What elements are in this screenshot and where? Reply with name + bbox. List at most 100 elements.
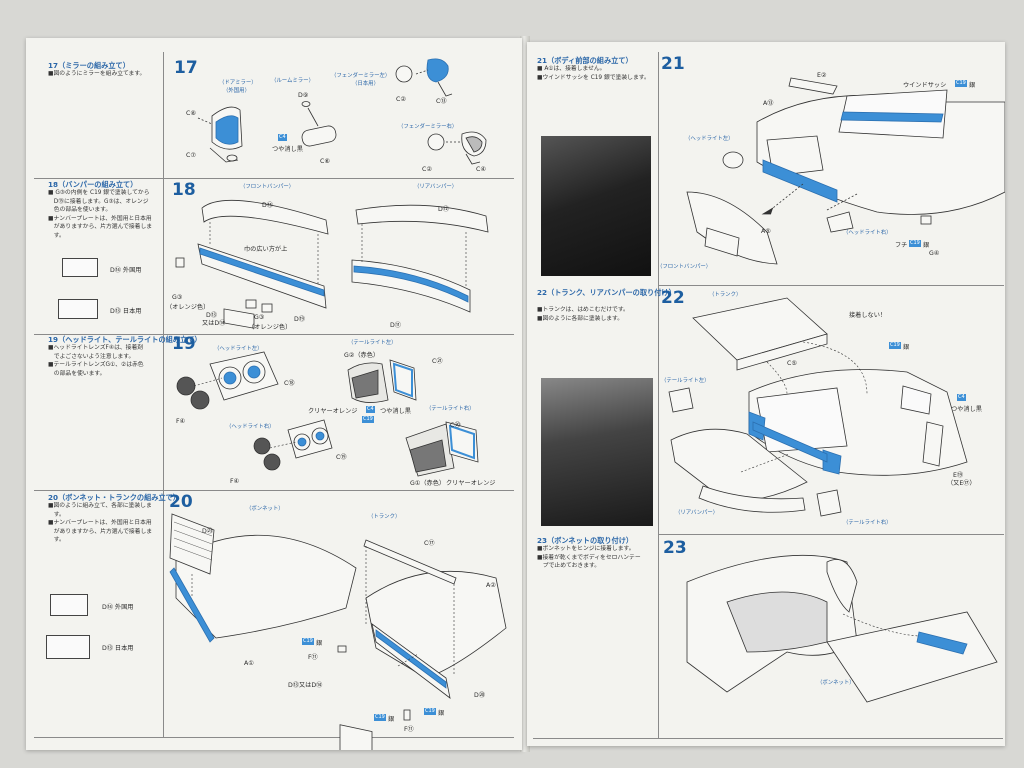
part-label: C⑲ xyxy=(336,454,347,461)
part-label: C② xyxy=(396,96,406,103)
part-label: クリヤーオレンジ xyxy=(308,408,358,415)
paint-tag: C4 xyxy=(957,394,966,401)
part-label: D㉓ xyxy=(202,528,213,535)
row-divider xyxy=(658,285,1004,286)
caption: （フェンダーミラー右） xyxy=(398,124,458,130)
part-label: （又E⑰） xyxy=(947,480,976,487)
license-plate-japan xyxy=(46,635,90,659)
part-label: （オレンジ色） xyxy=(248,324,292,331)
caption: （ヘッドライト左） xyxy=(214,346,263,352)
part-label: C⑤ xyxy=(787,360,797,367)
step-18-heading: 18（バンパーの組み立て） xyxy=(48,180,138,189)
part-label: A① xyxy=(244,660,254,667)
part-label: G③ xyxy=(254,314,265,321)
column-divider xyxy=(658,52,659,738)
part-label: A② xyxy=(486,582,496,589)
step-17-number: 17 xyxy=(174,58,198,78)
part-label: フチ xyxy=(895,242,908,249)
part-label: C㉑ xyxy=(432,358,443,365)
caption: （外国用） xyxy=(223,88,250,94)
part-label: C⑱ xyxy=(284,380,295,387)
caption: （トランク） xyxy=(709,292,742,298)
note-label: 巾の広い方が上 xyxy=(244,246,288,253)
part-label: A⑬ xyxy=(763,100,774,107)
part-label: 銀 xyxy=(438,710,445,717)
part-label: 銀 xyxy=(316,640,323,647)
part-label: 銀 xyxy=(388,716,395,723)
part-label: D⑬ xyxy=(206,312,217,319)
part-label: 銀 xyxy=(903,344,910,351)
step-18-text: ■ G③の内側を C19 銀で塗装してから D⑮に接着します。G③は、オレンジ … xyxy=(48,190,153,239)
row-divider xyxy=(34,490,514,491)
part-label: C⑬ xyxy=(436,98,447,105)
diagram-20-bonnet-trunk xyxy=(169,513,507,750)
part-label: C⑳ xyxy=(450,422,461,429)
part-label: 又はD⑭ xyxy=(202,320,226,327)
caption: （ボンネット） xyxy=(817,680,855,686)
part-label: G②（赤色） xyxy=(344,352,380,359)
part-label: F④ xyxy=(230,478,240,485)
part-label: A⑤ xyxy=(761,228,771,235)
paint-tag: C19 xyxy=(909,240,921,247)
part-label: C⑧ xyxy=(186,110,196,117)
part-label: D⑳ xyxy=(474,692,485,699)
step-22-heading: 22（トランク、リアバンパーの取り付け） xyxy=(537,288,676,297)
caption: （ヘッドライト右） xyxy=(226,424,275,430)
caption: （テールライト左） xyxy=(348,340,397,346)
part-label: D⑪ xyxy=(390,322,401,329)
part-label: ウインドサッシ xyxy=(903,82,947,89)
license-plate-foreign xyxy=(62,258,98,277)
part-label: F④ xyxy=(176,418,186,425)
part-label: C② xyxy=(422,166,432,173)
part-label: E② xyxy=(817,72,827,79)
part-label: G③ xyxy=(172,294,183,301)
part-label: C⑦ xyxy=(186,152,196,159)
row-divider xyxy=(34,737,514,738)
part-label: F⑪ xyxy=(308,654,318,661)
note-label: 接着しない！ xyxy=(849,312,887,319)
diagram-19-lights xyxy=(176,351,479,477)
step-20-text: ■図のように組み立て、各部に塗装しま す。■ナンバープレートは、外国用と日本用 … xyxy=(48,503,153,544)
part-label: D⑫ xyxy=(438,206,449,213)
step-22-text: ■トランクは、はめこむだけです。■図のように各部に塗装します。 xyxy=(537,307,629,322)
paint-tag: C19 xyxy=(374,714,386,721)
row-divider xyxy=(533,738,1003,739)
row-divider xyxy=(34,178,514,179)
caption: （トランク） xyxy=(368,514,401,520)
part-label: クリヤーオレンジ xyxy=(446,480,496,487)
paint-tag: C4 xyxy=(278,134,287,141)
caption: （ヘッドライト左） xyxy=(685,136,734,142)
part-label: F⑪ xyxy=(404,726,414,733)
step-21-heading: 21（ボディ前部の組み立て） xyxy=(537,56,633,65)
diagram-21-front-body xyxy=(686,77,1005,265)
caption: （リアバンパー） xyxy=(675,510,719,516)
caption: （フロントバンパー） xyxy=(657,264,712,270)
column-divider xyxy=(163,52,164,737)
caption: （フロントバンパー） xyxy=(240,184,295,190)
row-divider xyxy=(34,334,514,335)
paint-tag: C19 xyxy=(302,638,314,645)
plate-label: D⑬ 日本用 xyxy=(110,308,142,315)
diagram-23-bonnet-install xyxy=(686,554,998,703)
step-20-number: 20 xyxy=(169,492,193,512)
step-17-heading: 17（ミラーの組み立て） xyxy=(48,61,130,70)
paint-tag: C19 xyxy=(424,708,436,715)
step-18-number: 18 xyxy=(172,180,196,200)
part-label: つや消し黒 xyxy=(272,146,303,153)
step-19-number: 19 xyxy=(172,334,196,354)
caption: （ボンネット） xyxy=(246,506,284,512)
step-20-heading: 20（ボンネット・トランクの組み立て） xyxy=(48,493,181,502)
caption: （フェンダーミラー左） xyxy=(331,73,391,79)
photo-car-front xyxy=(541,136,651,276)
part-label: 銀 xyxy=(923,242,930,249)
part-label: つや消し黒 xyxy=(951,406,982,413)
part-label: D⑲ xyxy=(294,316,305,323)
part-label: G①（赤色） xyxy=(410,480,446,487)
plate-label: D⑭ 外国用 xyxy=(102,604,134,611)
plate-label: D⑭ 外国用 xyxy=(110,267,142,274)
caption: （テールライト右） xyxy=(426,406,475,412)
step-23-number: 23 xyxy=(663,538,687,558)
part-label: G④ xyxy=(929,250,940,257)
paint-tag: C19 xyxy=(955,80,967,87)
caption: （日本用） xyxy=(352,81,379,87)
